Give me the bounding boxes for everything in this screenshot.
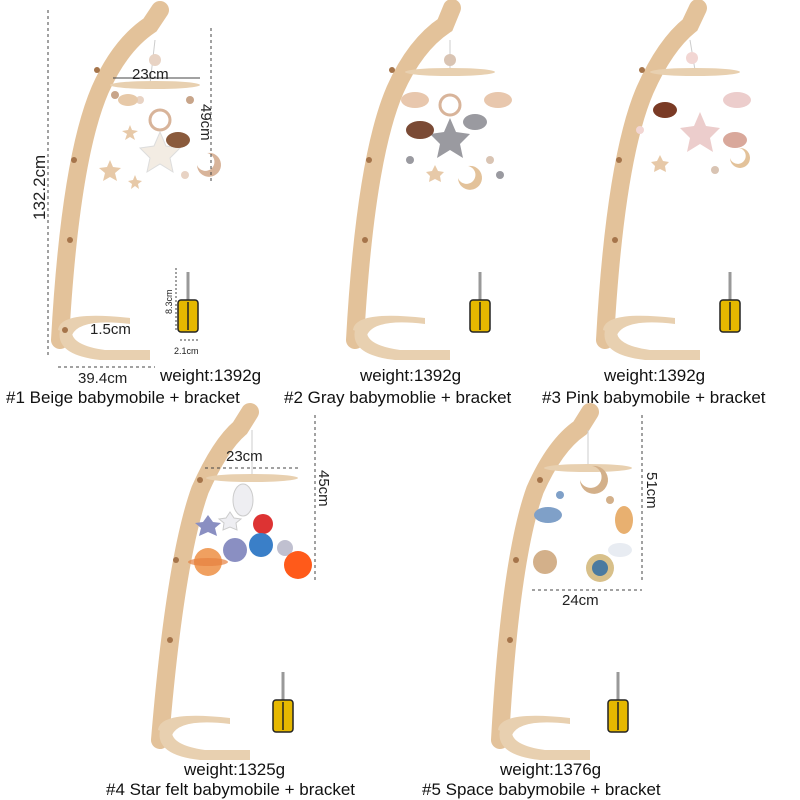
weight-label: weight:1392g bbox=[160, 366, 262, 385]
product-2: weight:1392g #2 Gray babymoblie + bracke… bbox=[270, 0, 540, 410]
weight-label: weight:1392g bbox=[360, 366, 462, 385]
product-4: 23cm 45cm weight:1325g #4 Star felt baby… bbox=[100, 400, 420, 800]
stand-4-illustration bbox=[151, 403, 316, 760]
thickness-dimension: 1.5cm bbox=[90, 321, 131, 338]
product-3: weight:1392g #3 Pink babymobile + bracke… bbox=[540, 0, 800, 410]
hoop-dimension: 23cm bbox=[132, 66, 169, 83]
stand-2-illustration bbox=[346, 0, 512, 360]
mobile-length-dimension: 49cm bbox=[197, 104, 214, 141]
product-title: #4 Star felt babymobile + bracket bbox=[106, 780, 355, 799]
height-dimension: 132.2cm bbox=[30, 154, 49, 220]
hoop-dimension: 24cm bbox=[562, 592, 599, 609]
mobile-length-dimension: 45cm bbox=[315, 470, 332, 507]
weight-label: weight:1376g bbox=[500, 760, 602, 779]
product-title: #1 Beige babymobile + bracket bbox=[6, 388, 240, 407]
hoop-dimension: 23cm bbox=[226, 448, 263, 465]
product-1: 132.2cm 39.4cm 23cm 49cm 1.5cm 8.3cm 2.1… bbox=[0, 0, 270, 410]
stand-1-illustration bbox=[47, 1, 221, 368]
base-dimension: 39.4cm bbox=[78, 370, 128, 387]
product-title: #3 Pink babymobile + bracket bbox=[542, 388, 766, 407]
mobile-length-dimension: 51cm bbox=[643, 472, 660, 509]
weight-label: weight:1325g bbox=[184, 760, 286, 779]
stand-3-illustration bbox=[596, 0, 751, 360]
tool-width-dimension: 2.1cm bbox=[174, 346, 199, 356]
tool-height-dimension: 8.3cm bbox=[164, 289, 174, 314]
product-title: #5 Space babymobile + bracket bbox=[422, 780, 661, 799]
product-title: #2 Gray babymoblie + bracket bbox=[284, 388, 512, 407]
product-5: 51cm 24cm weight:1376g #5 Space babymobi… bbox=[420, 400, 780, 800]
stand-5-illustration bbox=[491, 403, 643, 760]
weight-label: weight:1392g bbox=[604, 366, 706, 385]
